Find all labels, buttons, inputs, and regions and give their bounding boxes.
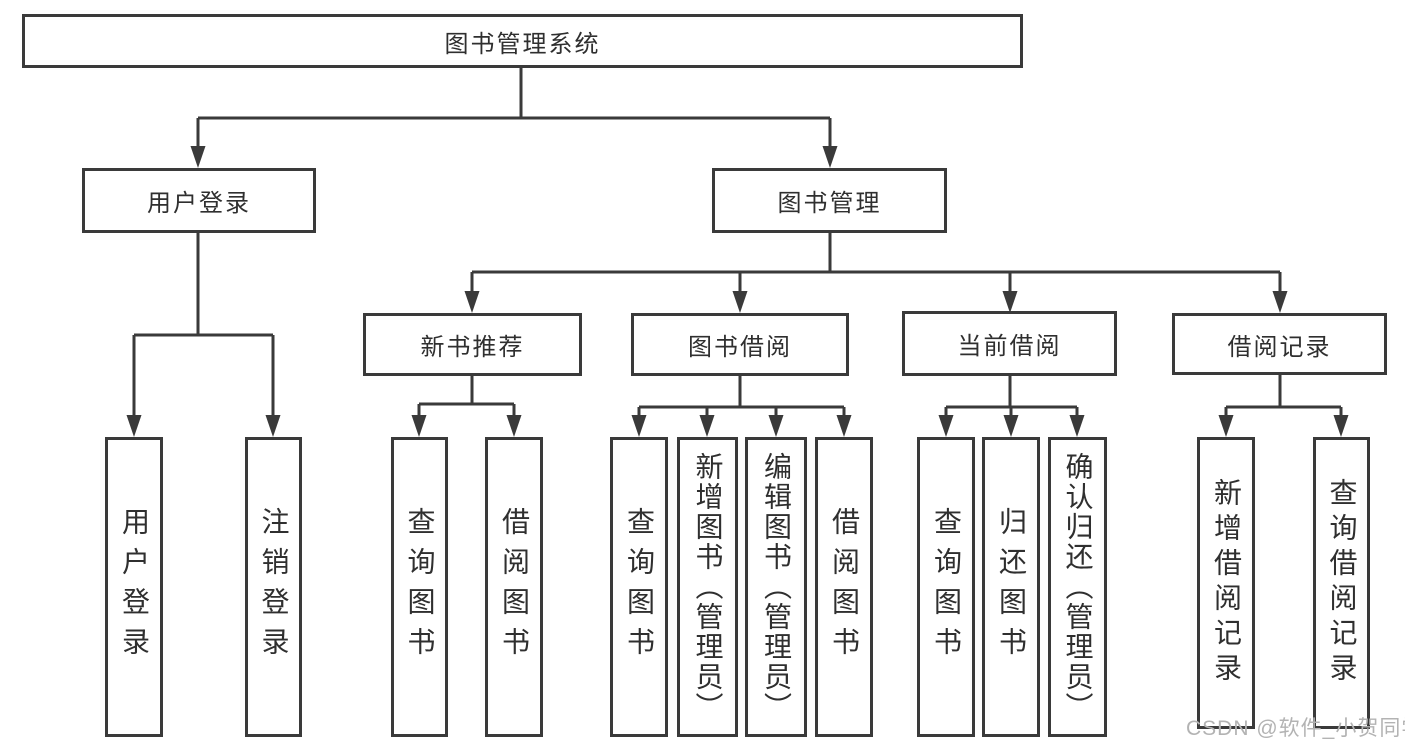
- leaf-bb-borrow-books: 借阅图书: [815, 437, 873, 737]
- leaf-logout-label: 注销登录: [258, 507, 290, 667]
- leaf-bb-add-books-admin: 新增图书（管理员）: [677, 437, 738, 737]
- node-borrow-records: 借阅记录: [1172, 313, 1387, 375]
- leaf-br-query-record: 查询借阅记录: [1313, 437, 1370, 729]
- leaf-br-add-record-label: 新增借阅记录: [1211, 478, 1242, 688]
- leaf-cb-query-books-label: 查询图书: [931, 507, 962, 667]
- connector-newbook-to-leaves: [417, 376, 516, 415]
- connector-bookborrow-to-leaves: [637, 376, 846, 415]
- node-root: 图书管理系统: [22, 14, 1023, 68]
- leaf-br-add-record: 新增借阅记录: [1197, 437, 1255, 729]
- leaf-user-login-label: 用户登录: [119, 507, 150, 667]
- leaf-cb-confirm-return-admin: 确认归还（管理员）: [1048, 437, 1107, 737]
- leaf-bb-edit-books-admin: 编辑图书（管理员）: [745, 437, 807, 737]
- leaf-nbr-query-books-label: 查询图书: [404, 507, 436, 667]
- leaf-br-query-record-label: 查询借阅记录: [1326, 478, 1358, 688]
- leaf-nbr-borrow-books: 借阅图书: [485, 437, 543, 737]
- node-user-login: 用户登录: [82, 168, 316, 233]
- node-book-management: 图书管理: [712, 168, 947, 233]
- node-current-borrow-label: 当前借阅: [957, 333, 1062, 360]
- node-current-borrow: 当前借阅: [902, 311, 1117, 376]
- node-book-borrow-label: 图书借阅: [688, 334, 792, 361]
- leaf-cb-return-books: 归还图书: [982, 437, 1040, 737]
- node-book-borrow: 图书借阅: [631, 313, 849, 376]
- connector-root-to-level2: [196, 68, 832, 146]
- node-new-book-recommend-label: 新书推荐: [420, 334, 525, 361]
- connector-borrowrecord-to-leaves: [1224, 375, 1343, 415]
- node-new-book-recommend: 新书推荐: [363, 313, 582, 376]
- leaf-bb-query-books: 查询图书: [610, 437, 668, 737]
- leaf-user-login: 用户登录: [105, 437, 163, 737]
- connector-bookmgmt-to-level3: [470, 233, 1282, 291]
- node-user-login-label: 用户登录: [147, 190, 251, 217]
- node-root-label: 图书管理系统: [444, 30, 601, 58]
- connector-userlogin-to-leaves: [132, 233, 275, 415]
- watermark: CSDN @软件_小贺同学: [1186, 717, 1405, 740]
- leaf-bb-edit-books-admin-label: 编辑图书（管理员）: [761, 452, 792, 722]
- leaf-cb-confirm-return-admin-label: 确认归还（管理员）: [1062, 452, 1094, 722]
- leaf-logout: 注销登录: [245, 437, 302, 737]
- leaf-cb-return-books-label: 归还图书: [996, 507, 1027, 667]
- leaf-cb-query-books: 查询图书: [917, 437, 975, 737]
- node-borrow-records-label: 借阅记录: [1227, 333, 1332, 361]
- node-book-management-label: 图书管理: [777, 190, 882, 217]
- leaf-nbr-query-books: 查询图书: [391, 437, 448, 737]
- leaf-nbr-borrow-books-label: 借阅图书: [499, 507, 530, 667]
- leaf-bb-add-books-admin-label: 新增图书（管理员）: [692, 452, 724, 722]
- connector-currentborrow-to-leaves: [944, 376, 1079, 415]
- leaf-bb-query-books-label: 查询图书: [624, 507, 655, 667]
- leaf-bb-borrow-books-label: 借阅图书: [829, 507, 860, 667]
